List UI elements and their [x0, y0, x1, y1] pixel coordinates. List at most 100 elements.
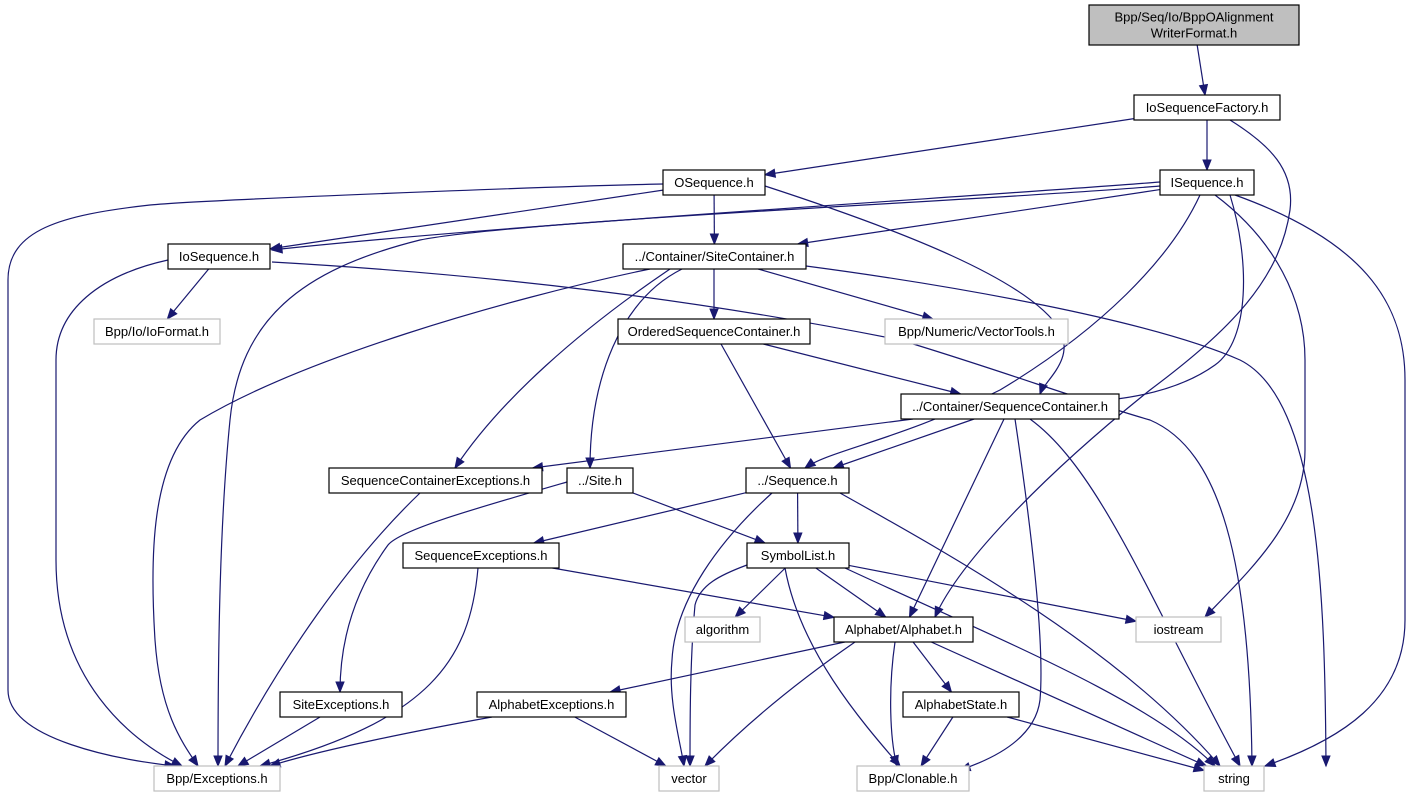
- node-sequence[interactable]: ../Sequence.h: [745, 467, 850, 494]
- edge-line: [237, 716, 321, 767]
- node-label: string: [1218, 771, 1250, 786]
- edge-line: [930, 641, 1207, 767]
- node-label: OrderedSequenceContainer.h: [628, 324, 801, 339]
- node-box: [476, 691, 627, 718]
- node-iosequencefactory[interactable]: IoSequenceFactory.h: [1133, 94, 1281, 121]
- arrowhead-icon: [1209, 754, 1221, 768]
- arrowhead-icon: [224, 754, 235, 768]
- edge-sitecontainer-to-site: [585, 268, 683, 470]
- edge-symbollist-to-vector: [685, 564, 748, 768]
- node-isequence[interactable]: ISequence.h: [1159, 169, 1255, 196]
- edge-symbollist-to-iostream: [848, 564, 1138, 624]
- arrowhead-icon: [188, 754, 199, 768]
- edge-line: [339, 481, 568, 693]
- node-alphabet[interactable]: Alphabet/Alphabet.h: [833, 616, 974, 643]
- edge-line: [533, 492, 747, 544]
- node-label: SequenceExceptions.h: [415, 548, 548, 563]
- edge-orderedsequencecontainer-to-sequencecontainer: [763, 343, 962, 397]
- edge-line: [152, 268, 651, 767]
- node-symbollist[interactable]: SymbolList.h: [746, 542, 850, 569]
- arrowhead-icon: [170, 757, 184, 767]
- arrowhead-icon: [213, 755, 223, 768]
- edge-siteexceptions-to-exceptions: [236, 716, 321, 767]
- edge-iosequence-to-ioformat: [166, 268, 210, 321]
- edge-sitecontainer-to-sequencecontainerexceptions: [454, 268, 671, 470]
- node-iostream: iostream: [1135, 616, 1222, 643]
- edge-line: [959, 418, 1042, 771]
- edge-alphabet-to-clonable: [889, 641, 899, 768]
- arrowhead-icon: [908, 605, 919, 619]
- arrowhead-icon: [889, 754, 899, 768]
- edge-osequence-to-sequencecontainer: [764, 185, 1065, 396]
- node-box: [833, 616, 974, 643]
- edges-layer: [7, 44, 1406, 773]
- edge-line: [532, 418, 914, 469]
- node-vectortools: Bpp/Numeric/VectorTools.h: [884, 318, 1069, 345]
- arrowhead-icon: [166, 307, 178, 321]
- edge-sequencecontainer-to-string: [1029, 418, 1241, 768]
- arrowhead-icon: [753, 534, 767, 544]
- node-label: Alphabet/Alphabet.h: [845, 622, 962, 637]
- node-box: [328, 467, 543, 494]
- edge-line: [269, 189, 664, 250]
- arrowhead-icon: [781, 456, 792, 470]
- node-iosequence[interactable]: IoSequence.h: [167, 243, 271, 270]
- arrowhead-icon: [1194, 757, 1208, 767]
- arrowhead-icon: [1321, 755, 1331, 768]
- edge-line: [797, 188, 1161, 245]
- arrowhead-icon: [704, 755, 716, 767]
- edge-line: [805, 265, 1327, 767]
- edge-line: [224, 492, 421, 767]
- edge-line: [166, 268, 210, 320]
- node-alphabetexceptions[interactable]: AlphabetExceptions.h: [476, 691, 627, 718]
- node-label: Bpp/Clonable.h: [869, 771, 958, 786]
- edge-line: [815, 567, 887, 618]
- arrowhead-icon: [685, 755, 695, 768]
- node-label: vector: [671, 771, 707, 786]
- arrowhead-icon: [1198, 83, 1209, 97]
- node-box: [1133, 94, 1281, 121]
- edge-isequence-to-iosequence: [270, 181, 1161, 254]
- node-label: SequenceContainerExceptions.h: [341, 473, 530, 488]
- edge-iosequencefactory-to-alphabet: [934, 119, 1292, 619]
- edge-line: [259, 567, 479, 767]
- node-sitecontainer[interactable]: ../Container/SiteContainer.h: [622, 243, 807, 270]
- node-label: ../Sequence.h: [757, 473, 837, 488]
- edge-line: [844, 567, 1216, 767]
- node-sequencecontainerexceptions[interactable]: SequenceContainerExceptions.h: [328, 467, 543, 494]
- edge-alphabetexceptions-to-vector: [574, 716, 667, 767]
- edge-line: [7, 183, 664, 767]
- edge-line: [271, 181, 1161, 251]
- edge-alphabetstate-to-string: [1006, 716, 1206, 773]
- node-label: AlphabetState.h: [915, 697, 1008, 712]
- node-osequence[interactable]: OSequence.h: [662, 169, 766, 196]
- edge-line: [269, 716, 493, 767]
- edge-line: [764, 185, 1065, 395]
- node-label: ../Container/SiteContainer.h: [635, 249, 795, 264]
- edge-line: [574, 716, 667, 767]
- node-box: [658, 765, 720, 792]
- node-site[interactable]: ../Site.h: [566, 467, 634, 494]
- arrowhead-icon: [874, 607, 887, 618]
- node-sequenceexceptions[interactable]: SequenceExceptions.h: [402, 542, 560, 569]
- edge-alphabet-to-string: [930, 641, 1208, 767]
- edge-sequencecontainer-to-alphabet: [908, 418, 1005, 619]
- arrowhead-icon: [1204, 606, 1216, 618]
- edge-sitecontainer-to-vectortools: [758, 268, 935, 321]
- node-box: [167, 243, 271, 270]
- arrowhead-icon: [1230, 754, 1241, 768]
- node-alphabetstate[interactable]: AlphabetState.h: [902, 691, 1020, 718]
- node-sequencecontainer[interactable]: ../Container/SequenceContainer.h: [900, 393, 1120, 420]
- edge-symbollist-to-clonable: [784, 567, 901, 768]
- node-orderedsequencecontainer[interactable]: OrderedSequenceContainer.h: [617, 318, 811, 345]
- edge-sequencecontainerexceptions-to-exceptions: [224, 492, 421, 768]
- edge-symbollist-to-alphabet: [815, 567, 887, 618]
- edge-root-to-iosequencefactory: [1196, 44, 1209, 97]
- node-box: [622, 243, 807, 270]
- edge-line: [890, 641, 898, 767]
- node-siteexceptions[interactable]: SiteExceptions.h: [279, 691, 403, 718]
- arrowhead-icon: [1263, 758, 1277, 768]
- node-box: [684, 616, 761, 643]
- edge-line: [804, 194, 1201, 469]
